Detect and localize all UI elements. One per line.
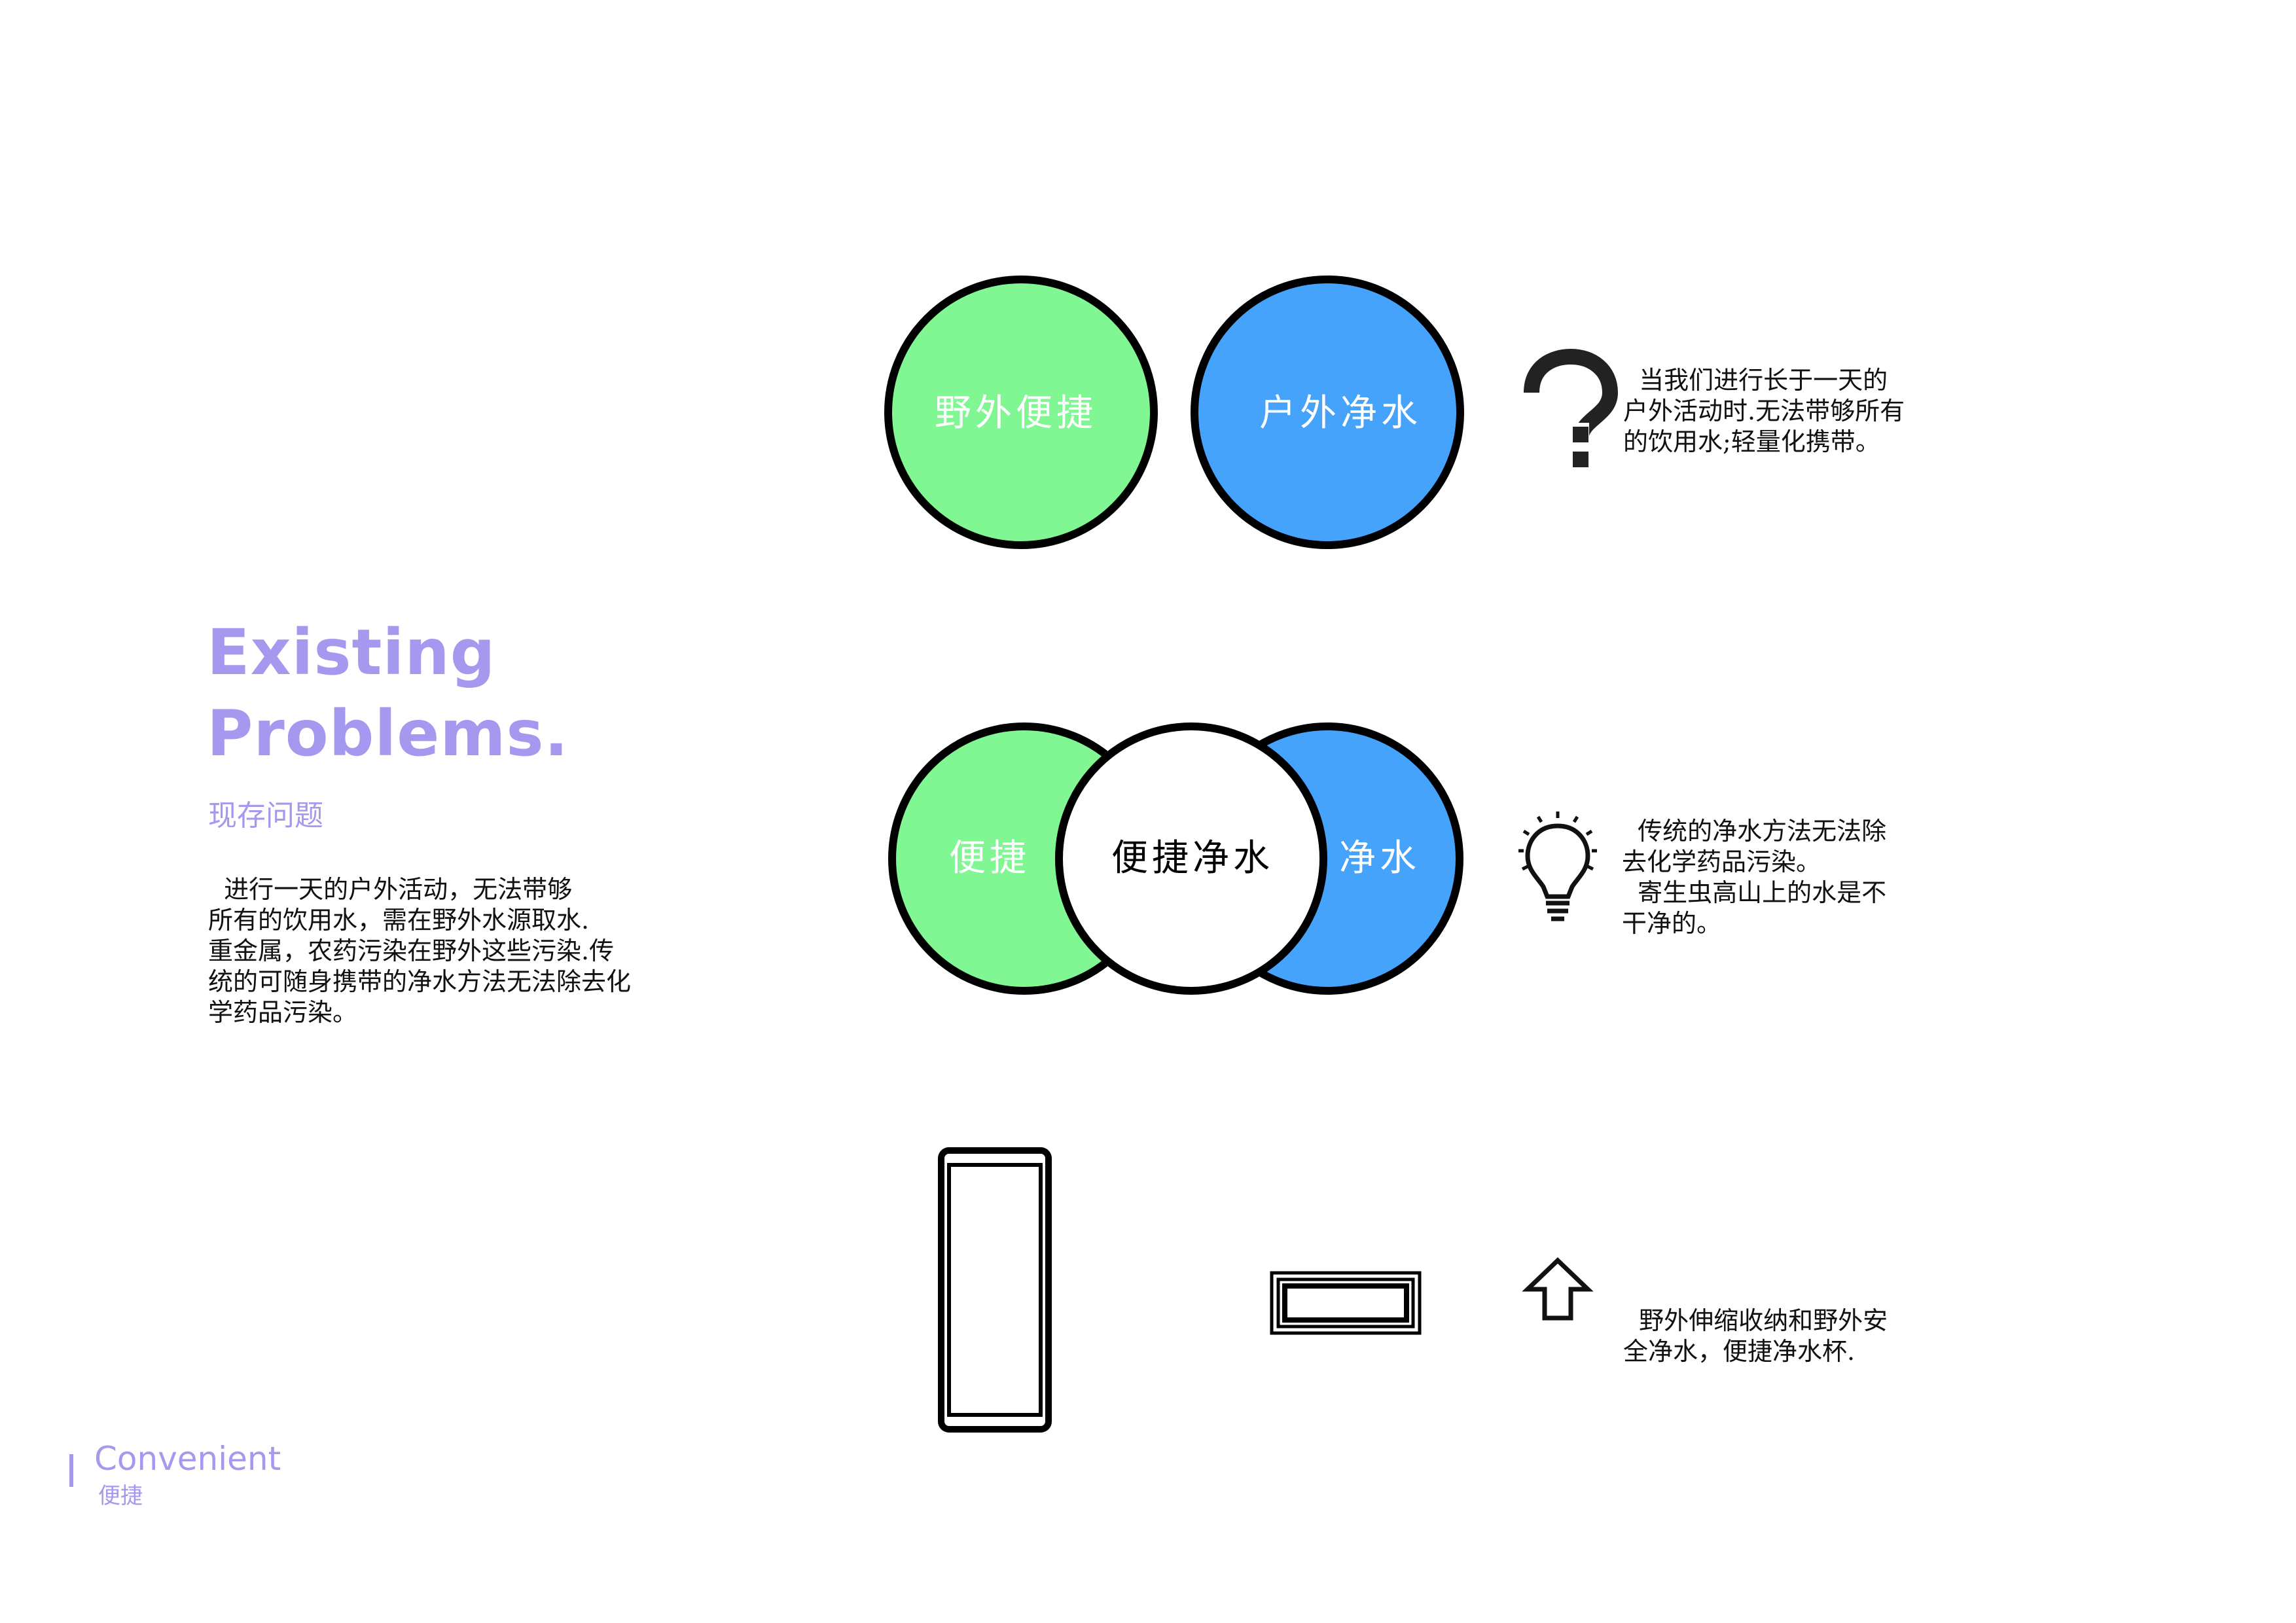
intro-paragraph: 进行一天的户外活动，无法带够 所有的饮用水，需在野外水源取水. 重金属，农药污染…: [208, 874, 631, 1028]
collapsed-cup-shape: [1270, 1271, 1422, 1335]
lightbulb-icon: [1518, 812, 1597, 921]
footer-accent-bar: [69, 1454, 73, 1487]
row3-text-line: 全净水，便捷净水杯.: [1623, 1337, 1856, 1366]
intro-line: 统的可随身携带的净水方法无法除去化: [208, 967, 632, 996]
intro-line: 学药品污染。: [208, 998, 358, 1027]
wild-convenient-circle: [884, 276, 1158, 549]
convenient-label: 便捷: [949, 837, 1030, 880]
row3-text: 野外伸缩收纳和野外安 全净水，便捷净水杯.: [1623, 1306, 1888, 1367]
expanded-cup-shape: [938, 1147, 1052, 1433]
footer-label: Convenient: [94, 1440, 281, 1478]
title-line-2: Problems.: [207, 697, 569, 770]
row1-text: 当我们进行长于一天的 户外活动时.无法带够所有 的饮用水;轻量化携带。: [1623, 365, 1905, 457]
row2-text-line: 干净的。: [1622, 909, 1722, 938]
intro-line: 所有的饮用水，需在野外水源取水.: [208, 906, 590, 935]
footer-sublabel: 便捷: [98, 1483, 143, 1509]
convenient-purify-label: 便捷净水: [1111, 837, 1274, 880]
page-subtitle: 现存问题: [208, 799, 323, 832]
row1-text-line: 户外活动时.无法带够所有: [1623, 397, 1905, 425]
row1-text-line: 当我们进行长于一天的: [1623, 366, 1888, 395]
outdoor-purify-circle: [1191, 276, 1464, 549]
row2-text-line: 传统的净水方法无法除: [1622, 817, 1887, 846]
intro-line: 重金属，农药污染在野外这些污染.传: [208, 936, 615, 965]
wild-convenient-label: 野外便捷: [935, 392, 1097, 435]
row1-text-line: 的饮用水;轻量化携带。: [1623, 427, 1880, 456]
purify-label: 净水: [1339, 837, 1420, 880]
row1-circles: 野外便捷 户外净水: [884, 276, 1464, 549]
row2-text: 传统的净水方法无法除 去化学药品污染。 寄生虫高山上的水是不 干净的。: [1622, 816, 1886, 939]
title-line-1: Existing: [207, 616, 496, 689]
page-title: Existing Problems.: [207, 612, 569, 774]
up-arrow-icon: [1522, 1257, 1594, 1321]
convenient-purify-circle: [1055, 722, 1327, 995]
row2-text-line: 去化学药品污染。: [1622, 847, 1821, 876]
question-mark-icon: [1524, 348, 1619, 467]
row3-text-line: 野外伸缩收纳和野外安: [1623, 1306, 1888, 1335]
row2-text-line: 寄生虫高山上的水是不: [1622, 878, 1887, 907]
intro-line: 进行一天的户外活动，无法带够: [208, 875, 573, 904]
outdoor-purify-label: 户外净水: [1259, 392, 1422, 435]
row2-venn: 便捷 便捷净水 净水: [888, 722, 1463, 995]
